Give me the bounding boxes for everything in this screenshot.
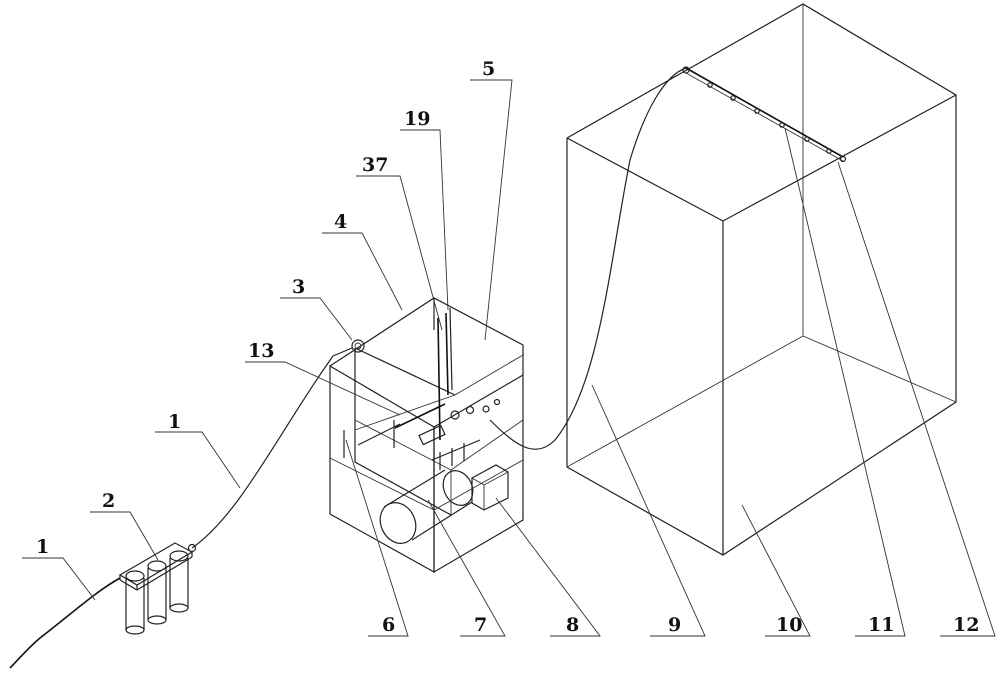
leader-lines xyxy=(22,79,996,637)
label-8: 8 xyxy=(566,614,579,636)
label-10: 10 xyxy=(776,614,802,636)
filter-assembly xyxy=(118,542,197,635)
label-1-top: 1 xyxy=(168,411,181,433)
label-6: 6 xyxy=(382,614,395,636)
label-1-bottom: 1 xyxy=(36,536,49,558)
label-37: 37 xyxy=(362,154,388,176)
label-12: 12 xyxy=(953,614,979,636)
hoses xyxy=(9,67,687,669)
spray-bar xyxy=(682,66,847,163)
label-19: 19 xyxy=(404,108,430,130)
label-11: 11 xyxy=(868,614,894,636)
label-13: 13 xyxy=(248,340,274,362)
label-3: 3 xyxy=(292,276,305,298)
label-7: 7 xyxy=(474,614,487,636)
label-4: 4 xyxy=(334,211,347,233)
control-cabinet xyxy=(329,297,524,574)
large-chamber xyxy=(566,3,957,556)
label-2: 2 xyxy=(102,490,115,512)
label-9: 9 xyxy=(668,614,681,636)
part-labels: 1 1 2 3 4 5 19 37 13 6 7 8 9 10 11 12 xyxy=(36,58,979,636)
label-5: 5 xyxy=(482,58,495,80)
